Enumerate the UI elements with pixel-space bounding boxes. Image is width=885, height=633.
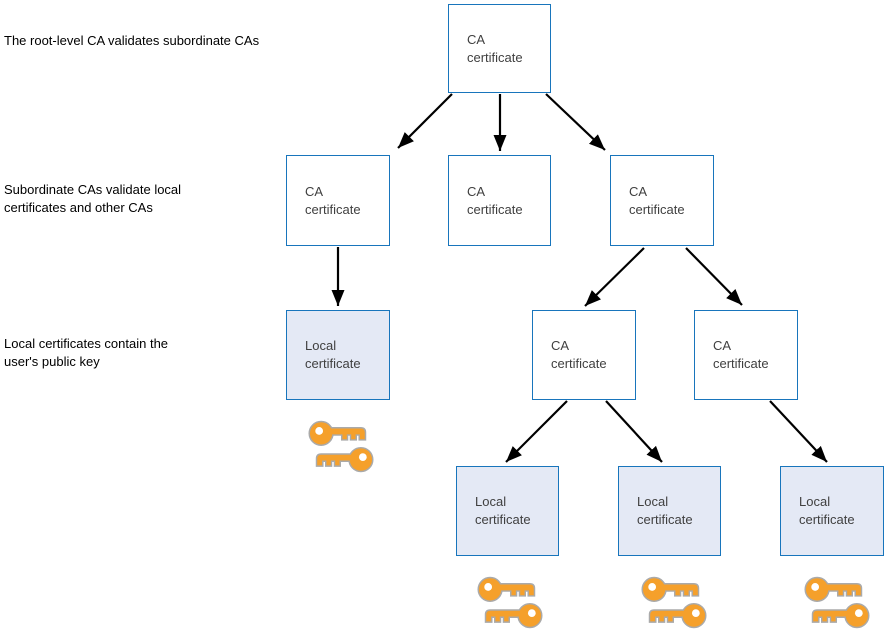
annotation-subordinate: Subordinate CAs validate local certifica…	[4, 182, 182, 215]
arrow-ca4-to-local3	[605, 400, 663, 463]
annotation-local: Local certificates contain the user's pu…	[4, 336, 169, 369]
key-pair-icon	[804, 573, 870, 630]
arrow-ca4-to-local2	[505, 400, 568, 463]
arrow-sub3-to-ca5	[685, 247, 743, 306]
arrow-sub3-to-ca4	[584, 247, 645, 307]
annotation-root-level: The root-level CA validates subordinate …	[4, 33, 260, 48]
key-pair-icon	[477, 573, 543, 630]
arrow-root-to-sub1	[397, 93, 453, 149]
key-pair-icon	[308, 417, 374, 474]
arrow-ca5-to-local4	[769, 400, 828, 463]
arrow-root-to-sub3	[545, 93, 606, 151]
key-pair-icon	[641, 573, 707, 630]
